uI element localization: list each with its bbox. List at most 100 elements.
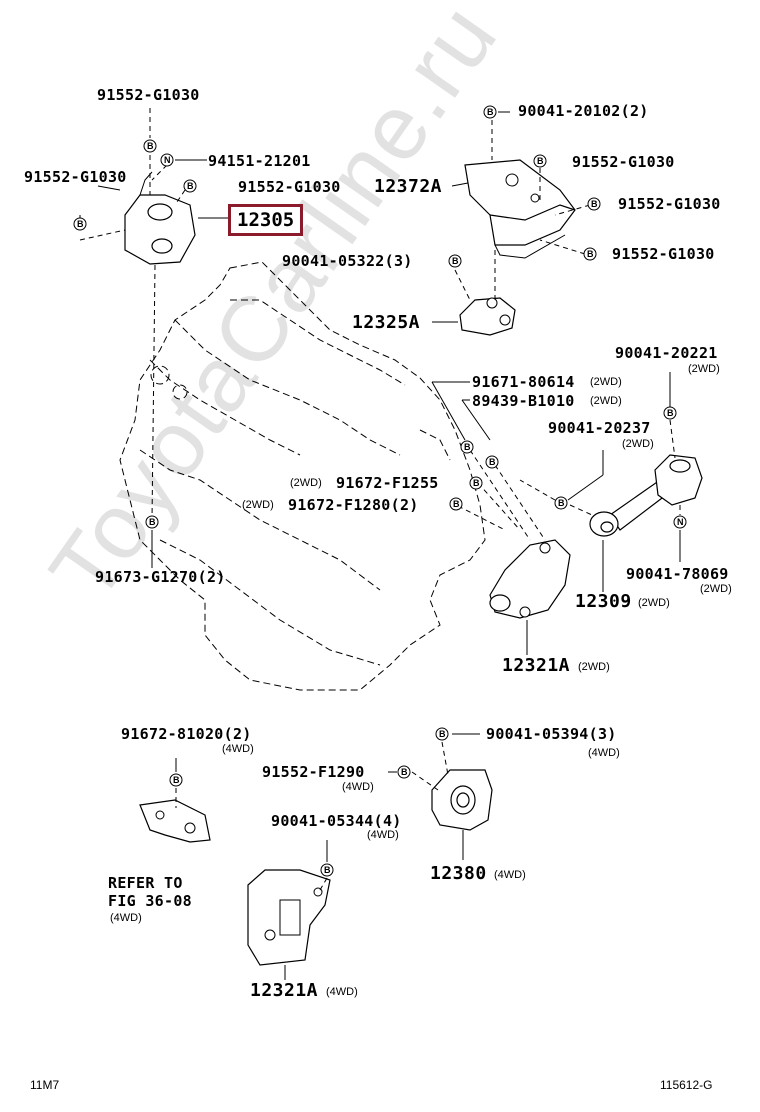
footer-code-left: 11M7	[30, 1078, 60, 1092]
part-number-label: 90041-20221	[615, 344, 718, 362]
svg-text:B: B	[453, 499, 460, 509]
svg-text:B: B	[77, 219, 84, 229]
part-number-label: 12325A	[352, 312, 421, 333]
marker-b: B	[73, 217, 87, 231]
marker-b: B	[533, 154, 547, 168]
part-number-label: 90041-05322(3)	[282, 252, 413, 270]
mount-12321a-2wd-drawing	[489, 539, 571, 619]
svg-text:B: B	[587, 249, 594, 259]
marker-b: B	[663, 406, 677, 420]
marker-b: B	[320, 863, 334, 877]
bracket-12325a-drawing	[459, 297, 516, 336]
bracket-4wd-refer-drawing	[139, 799, 211, 843]
svg-text:B: B	[147, 141, 154, 151]
part-number-label: 12372A	[374, 176, 443, 197]
svg-text:N: N	[677, 517, 684, 527]
mount-12305-drawing	[124, 171, 196, 265]
svg-text:B: B	[591, 199, 598, 209]
svg-text:B: B	[489, 457, 496, 467]
variant-note: (2WD)	[590, 395, 622, 407]
mount-12321a-4wd-drawing	[247, 869, 331, 966]
part-number-label: 90041-05344(4)	[271, 812, 402, 830]
part-number-label: 91673-G1270(2)	[95, 568, 226, 586]
highlighted-part-number[interactable]: 12305	[228, 204, 304, 236]
svg-text:B: B	[439, 729, 446, 739]
svg-text:B: B	[667, 408, 674, 418]
part-number-label: 12321A	[502, 655, 571, 676]
mount-12380-drawing	[431, 769, 493, 831]
svg-text:B: B	[558, 498, 565, 508]
svg-text:B: B	[452, 256, 459, 266]
part-number-label: 12380	[430, 863, 487, 884]
marker-b: B	[469, 476, 483, 490]
part-number-label: 91552-G1030	[572, 153, 675, 171]
part-number-label: 91671-80614	[472, 373, 575, 391]
part-number-label: 91552-G1030	[24, 168, 127, 186]
marker-b: B	[483, 105, 497, 119]
part-number-label: 91552-G1030	[238, 178, 341, 196]
part-number-label: 91672-F1255	[336, 474, 439, 492]
svg-text:B: B	[473, 478, 480, 488]
marker-n: N	[673, 515, 687, 529]
variant-note: (4WD)	[326, 986, 358, 998]
part-number-label: 12309	[575, 591, 632, 612]
marker-b: B	[448, 254, 462, 268]
marker-n: N	[160, 153, 174, 167]
part-number-label: 91552-G1030	[618, 195, 721, 213]
variant-note: (2WD)	[688, 363, 720, 375]
marker-b: B	[485, 455, 499, 469]
part-number-label: 90041-20237	[548, 419, 651, 437]
part-number-label: 94151-21201	[208, 152, 311, 170]
marker-b: B	[435, 727, 449, 741]
part-number-label: 12321A	[250, 980, 319, 1001]
variant-note: (4WD)	[110, 912, 142, 924]
marker-b: B	[460, 440, 474, 454]
marker-b: B	[169, 773, 183, 787]
marker-b: B	[143, 139, 157, 153]
part-number-label: 91672-F1280(2)	[288, 496, 419, 514]
variant-note: (4WD)	[342, 781, 374, 793]
part-number-label: 90041-78069	[626, 565, 729, 583]
marker-b: B	[449, 497, 463, 511]
svg-text:B: B	[401, 767, 408, 777]
variant-note: (2WD)	[290, 477, 322, 489]
refer-note-line1[interactable]: REFER TO	[108, 874, 183, 892]
variant-note: (2WD)	[638, 597, 670, 609]
variant-note: (2WD)	[578, 661, 610, 673]
marker-b: B	[183, 179, 197, 193]
part-number-label: 90041-05394(3)	[486, 725, 617, 743]
rod-12309-drawing	[589, 454, 703, 537]
footer-code-right: 115612-G	[660, 1078, 713, 1092]
engine-outline	[119, 261, 486, 691]
variant-note: (4WD)	[367, 829, 399, 841]
part-number-label: 89439-B1010	[472, 392, 575, 410]
marker-b: B	[397, 765, 411, 779]
svg-text:B: B	[537, 156, 544, 166]
leader-lines	[79, 108, 681, 980]
part-number-label: 90041-20102(2)	[518, 102, 649, 120]
variant-note: (2WD)	[242, 499, 274, 511]
refer-note-line2[interactable]: FIG 36-08	[108, 892, 192, 910]
variant-note: (2WD)	[622, 438, 654, 450]
svg-text:B: B	[324, 865, 331, 875]
variant-note: (2WD)	[590, 376, 622, 388]
variant-note: (4WD)	[222, 743, 254, 755]
svg-text:B: B	[173, 775, 180, 785]
part-number-label: 91552-G1030	[97, 86, 200, 104]
part-number-label: 91672-81020(2)	[121, 725, 252, 743]
part-number-label: 91552-F1290	[262, 763, 365, 781]
marker-b: B	[554, 496, 568, 510]
bracket-12372a-drawing	[464, 159, 576, 259]
variant-note: (4WD)	[588, 747, 620, 759]
fastener-markers: B N B B B B B B B B B B B B B N B B B B …	[73, 105, 687, 877]
marker-b: B	[583, 247, 597, 261]
svg-text:B: B	[487, 107, 494, 117]
variant-note: (4WD)	[494, 869, 526, 881]
variant-note: (2WD)	[700, 583, 732, 595]
marker-b: B	[587, 197, 601, 211]
svg-text:N: N	[164, 155, 171, 165]
part-number-label: 91552-G1030	[612, 245, 715, 263]
svg-text:B: B	[187, 181, 194, 191]
